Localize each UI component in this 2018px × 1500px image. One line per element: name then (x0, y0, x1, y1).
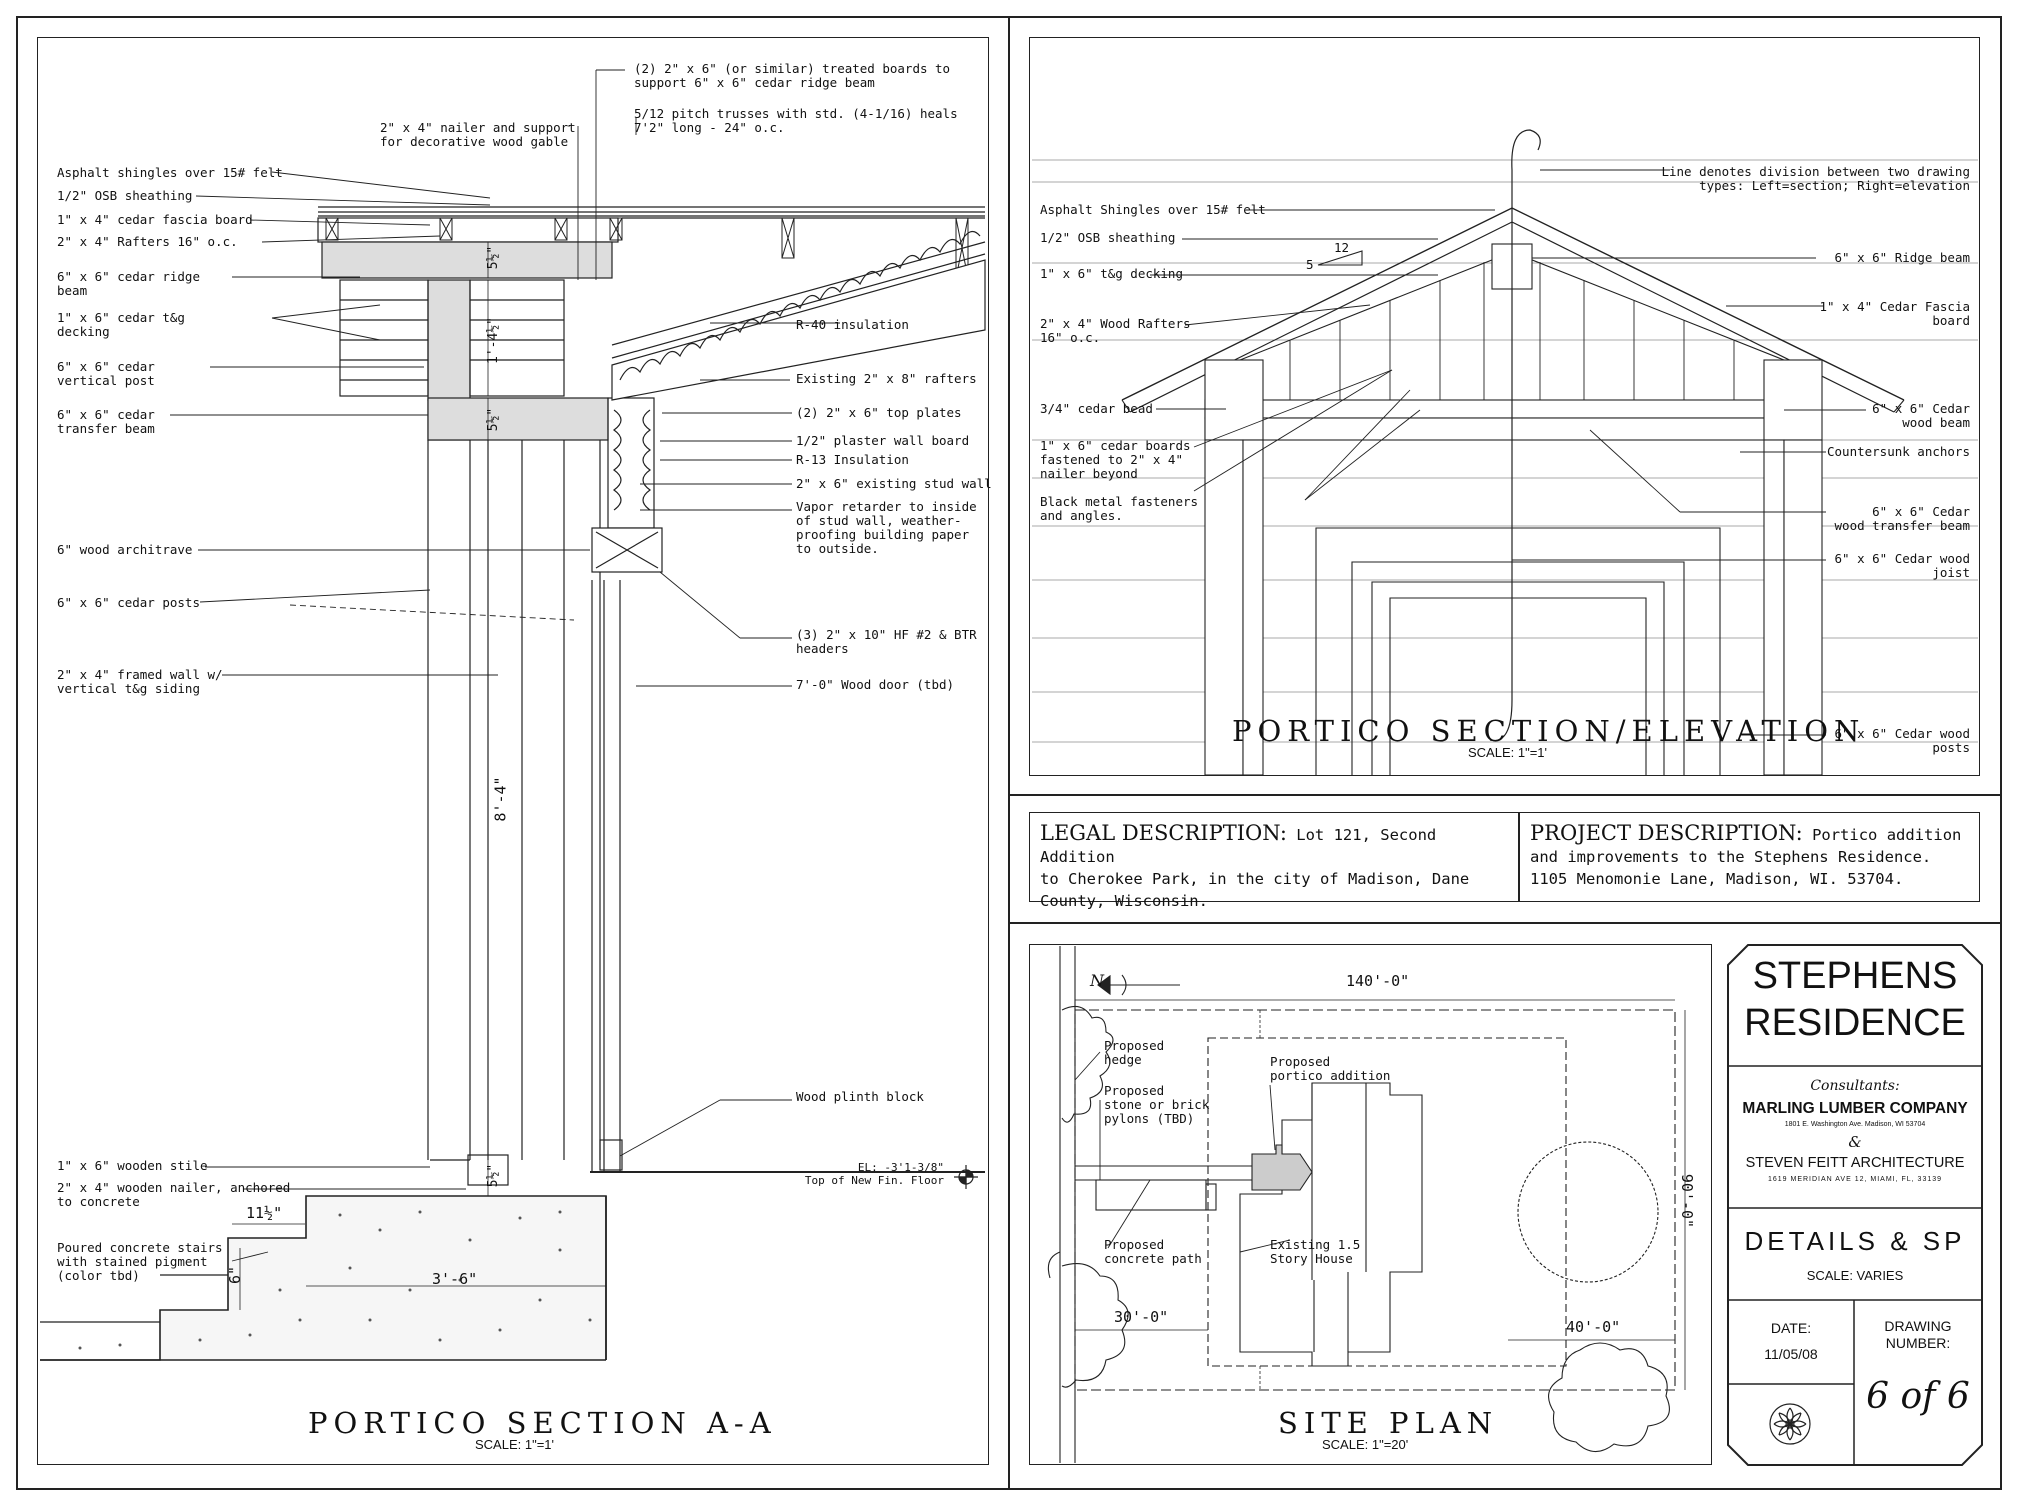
label-elev-decking: 1" x 6" t&g decking (1040, 266, 1183, 281)
sheet-scale: SCALE: VARIES (1806, 1268, 1904, 1283)
label-elev-rafters: 2" x 4" Wood Rafters 16" o.c. (1040, 316, 1191, 345)
site-dim-setback-right: 40'-0" (1566, 1318, 1621, 1336)
label-vertical-post: 6" x 6" cedar vertical post (57, 359, 155, 388)
description-panel (1029, 812, 1980, 902)
label-rafters: 2" x 4" Rafters 16" o.c. (57, 234, 238, 249)
consultant-firm-2-address: 1619 MERIDIAN AVE 12, MIAMI, FL, 33139 (1767, 1176, 1943, 1183)
label-concrete-stairs: Poured concrete stairs with stained pigm… (57, 1240, 223, 1283)
section-aa-scale: SCALE: 1"=1' (475, 1437, 555, 1452)
label-framed-wall: 2" x 4" framed wall w/ vertical t&g sidi… (57, 667, 223, 696)
label-elev-ridge: 6" x 6" Ridge beam (1834, 250, 1970, 265)
sheet-divider-h1 (1009, 794, 2002, 796)
consultant-firm-1-address: 1801 E. Washington Ave. Madison, WI 5370… (1784, 1121, 1926, 1128)
site-plan-scale: SCALE: 1"=20' (1322, 1437, 1409, 1452)
label-pitch-run: 12 (1334, 240, 1350, 255)
elevation-scale: SCALE: 1"=1' (1468, 745, 1548, 760)
dim-11half: 11½" (246, 1204, 283, 1222)
sheet-divider-vertical (1008, 16, 1010, 1490)
label-ridge-beam: 6" x 6" cedar ridge beam (57, 269, 200, 298)
label-pitch-trusses: 5/12 pitch trusses with std. (4-1/16) he… (634, 106, 958, 135)
legal-text-3: County, Wisconsin. (1040, 892, 1208, 910)
dim-3-6: 3'-6" (432, 1270, 478, 1288)
legal-heading: LEGAL DESCRIPTION: (1040, 821, 1287, 845)
project-text-3: 1105 Menomonie Lane, Madison, WI. 53704. (1530, 870, 1904, 888)
description-divider (1518, 812, 1520, 902)
project-name-line2: RESIDENCE (1744, 1002, 1966, 1044)
label-elev-transfer: 6" x 6" Cedar wood transfer beam (1834, 504, 1970, 533)
label-elev-joist: 6" x 6" Cedar wood joist (1834, 551, 1970, 580)
label-stile: 1" x 6" wooden stile (57, 1158, 208, 1173)
label-existing-rafters: Existing 2" x 8" rafters (796, 371, 977, 386)
sheet-title: DETAILS & SP (1744, 1226, 1966, 1256)
label-headers: (3) 2" x 10" HF #2 & BTR headers (796, 627, 977, 656)
drawing-number: 6 of 6 (1866, 1376, 1970, 1417)
date-value: 11/05/08 (1764, 1346, 1818, 1362)
consultant-ampersand: & (1848, 1133, 1862, 1151)
project-text-2: and improvements to the Stephens Residen… (1530, 848, 1932, 866)
project-description: PROJECT DESCRIPTION: Portico addition an… (1530, 822, 1975, 890)
label-division: Line denotes division between two drawin… (1661, 164, 1970, 193)
label-osb: 1/2" OSB sheathing (57, 188, 193, 203)
label-elev-fascia: 1" x 4" Cedar Fascia board (1819, 299, 1970, 328)
label-architrave: 6" wood architrave (57, 542, 193, 557)
site-label-path: Proposed concrete path (1104, 1237, 1202, 1266)
label-pitch-rise: 5 (1306, 257, 1314, 272)
site-label-hedge: Proposed hedge (1104, 1038, 1165, 1067)
legal-description: LEGAL DESCRIPTION: Lot 121, Second Addit… (1040, 822, 1510, 912)
consultants-label: Consultants: (1810, 1078, 1900, 1094)
legal-text-1: Lot 121, Second Addition (1040, 826, 1437, 866)
site-dim-setback-left: 30'-0" (1114, 1308, 1169, 1326)
site-dim-width: 140'-0" (1346, 972, 1410, 990)
label-asphalt: Asphalt shingles over 15# felt (57, 165, 283, 180)
label-elev-anchors: Countersunk anchors (1827, 444, 1970, 459)
label-elev-bead: 3/4" cedar bead (1040, 401, 1153, 416)
label-vapor: Vapor retarder to inside of stud wall, w… (796, 499, 977, 556)
legal-text-2: to Cherokee Park, in the city of Madison… (1040, 870, 1470, 888)
north-arrow-label: N (1090, 971, 1104, 990)
label-plaster: 1/2" plaster wall board (796, 433, 970, 448)
consultant-firm-1: MARLING LUMBER COMPANY (1742, 1100, 1968, 1117)
label-r40: R-40 insulation (796, 317, 909, 332)
label-elev-posts: 6" x 6" Cedar wood posts (1834, 726, 1970, 755)
site-label-portico: Proposed portico addition (1270, 1054, 1391, 1083)
label-elev-fasteners: Black metal fasteners and angles. (1040, 494, 1199, 523)
site-label-pylons: Proposed stone or brick pylons (TBD) (1104, 1083, 1210, 1126)
label-cedar-posts: 6" x 6" cedar posts (57, 595, 200, 610)
section-aa-title: PORTICO SECTION A-A (308, 1406, 777, 1440)
site-plan-panel (1029, 944, 1712, 1465)
consultant-firm-2: STEVEN FEITT ARCHITECTURE (1745, 1155, 1965, 1171)
label-plinth: Wood plinth block (796, 1089, 924, 1104)
date-label: DATE: (1770, 1320, 1812, 1336)
seal-icon (1769, 1403, 1811, 1445)
label-treated-boards: (2) 2" x 6" (or similar) treated boards … (634, 61, 951, 90)
elevation-title: PORTICO SECTION/ELEVATION (1232, 714, 1866, 748)
label-nailer-concrete: 2" x 4" wooden nailer, anchored to concr… (57, 1180, 291, 1209)
label-transfer-beam: 6" x 6" cedar transfer beam (57, 407, 155, 436)
label-elev-wood-beam: 6" x 6" Cedar wood beam (1872, 401, 1970, 430)
label-elevation-mark: EL: -3'1-3/8" Top of New Fin. Floor (804, 1161, 944, 1187)
label-top-plates: (2) 2" x 6" top plates (796, 405, 962, 420)
label-fascia: 1" x 4" cedar fascia board (57, 212, 253, 227)
label-elev-asphalt: Asphalt Shingles over 15# felt (1040, 202, 1266, 217)
elevation-panel (1029, 37, 1980, 776)
sheet-divider-h2 (1009, 922, 2002, 924)
drawing-number-label: DRAWING NUMBER: (1884, 1318, 1952, 1351)
label-nailer-support: 2" x 4" nailer and support for decorativ… (380, 120, 576, 149)
section-aa-panel (37, 37, 989, 1465)
label-stud-wall: 2" x 6" existing stud wall (796, 476, 992, 491)
project-name-line1: STEPHENS (1752, 955, 1958, 997)
label-elev-osb: 1/2" OSB sheathing (1040, 230, 1176, 245)
site-label-house: Existing 1.5 Story House (1270, 1237, 1361, 1266)
site-plan-title: SITE PLAN (1278, 1406, 1499, 1440)
project-heading: PROJECT DESCRIPTION: (1530, 821, 1803, 845)
label-decking: 1" x 6" cedar t&g decking (57, 310, 185, 339)
label-r13: R-13 Insulation (796, 452, 909, 467)
project-text-1: Portico addition (1802, 826, 1962, 844)
label-elev-boards: 1" x 6" cedar boards fastened to 2" x 4"… (1040, 438, 1191, 481)
label-door: 7'-0" Wood door (tbd) (796, 677, 955, 692)
